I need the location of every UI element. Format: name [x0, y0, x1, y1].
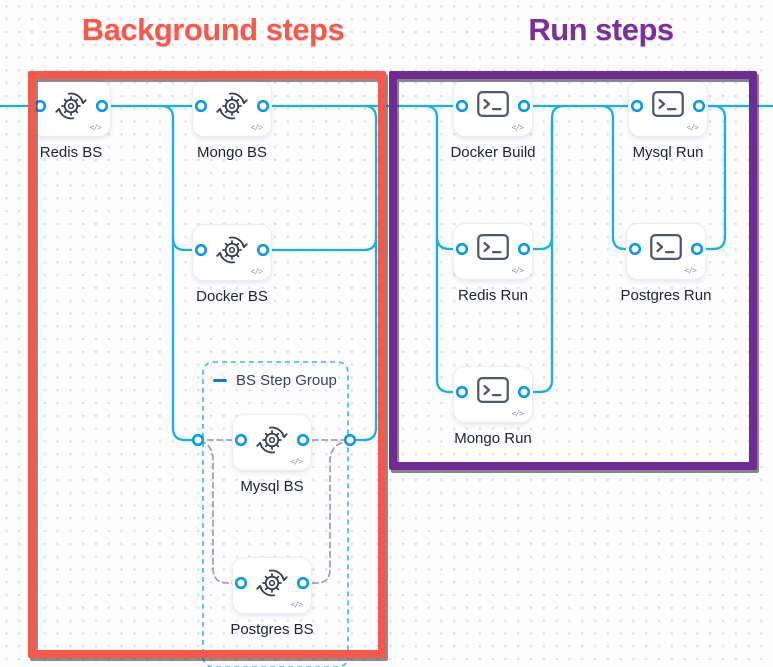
node-postgres-run[interactable]: </> [626, 223, 706, 280]
gear-sync-icon [193, 87, 271, 125]
node-label: Redis Run [457, 287, 529, 304]
node-docker-build[interactable]: </> [453, 80, 533, 137]
code-icon: </> [250, 267, 263, 276]
terminal-icon [454, 230, 532, 264]
code-icon: </> [290, 600, 303, 609]
step-group-label: BS Step Group [236, 372, 337, 389]
terminal-icon [454, 87, 532, 121]
gear-sync-icon [193, 231, 271, 269]
node-redis-bs[interactable]: </> [31, 80, 111, 137]
background-steps-title: Background steps [81, 12, 345, 47]
node-redis-run[interactable]: </> [453, 223, 533, 280]
code-icon: </> [684, 266, 697, 275]
node-label: Mysql BS [240, 478, 304, 495]
node-label: Postgres BS [230, 621, 314, 638]
terminal-icon [627, 230, 705, 264]
node-label: Mongo BS [196, 144, 268, 161]
node-label: Mongo Run [454, 430, 532, 447]
step-group-header: BS Step Group [213, 372, 337, 389]
run-steps-title: Run steps [528, 12, 674, 47]
node-label: Docker BS [196, 288, 268, 305]
port[interactable] [343, 433, 357, 447]
code-icon: </> [511, 409, 524, 418]
code-icon: </> [511, 266, 524, 275]
node-mongo-run[interactable]: </> [453, 366, 533, 423]
gear-sync-icon [233, 421, 311, 459]
node-mysql-bs[interactable]: </> [232, 414, 312, 471]
code-icon: </> [290, 457, 303, 466]
node-mongo-bs[interactable]: </> [192, 80, 272, 137]
node-label: Mysql Run [632, 144, 704, 161]
code-icon: </> [89, 123, 102, 132]
collapse-minus-icon[interactable] [213, 379, 227, 382]
gear-sync-icon [233, 564, 311, 602]
node-postgres-bs[interactable]: </> [232, 557, 312, 614]
terminal-icon [629, 87, 707, 121]
code-icon: </> [686, 123, 699, 132]
node-label: Redis BS [39, 144, 103, 161]
node-label: Docker Build [450, 144, 536, 161]
node-docker-bs[interactable]: </> [192, 224, 272, 281]
code-icon: </> [511, 123, 524, 132]
terminal-icon [454, 373, 532, 407]
code-icon: </> [250, 123, 263, 132]
gear-sync-icon [32, 87, 110, 125]
node-label: Postgres Run [620, 287, 712, 304]
node-mysql-run[interactable]: </> [628, 80, 708, 137]
port[interactable] [191, 433, 205, 447]
